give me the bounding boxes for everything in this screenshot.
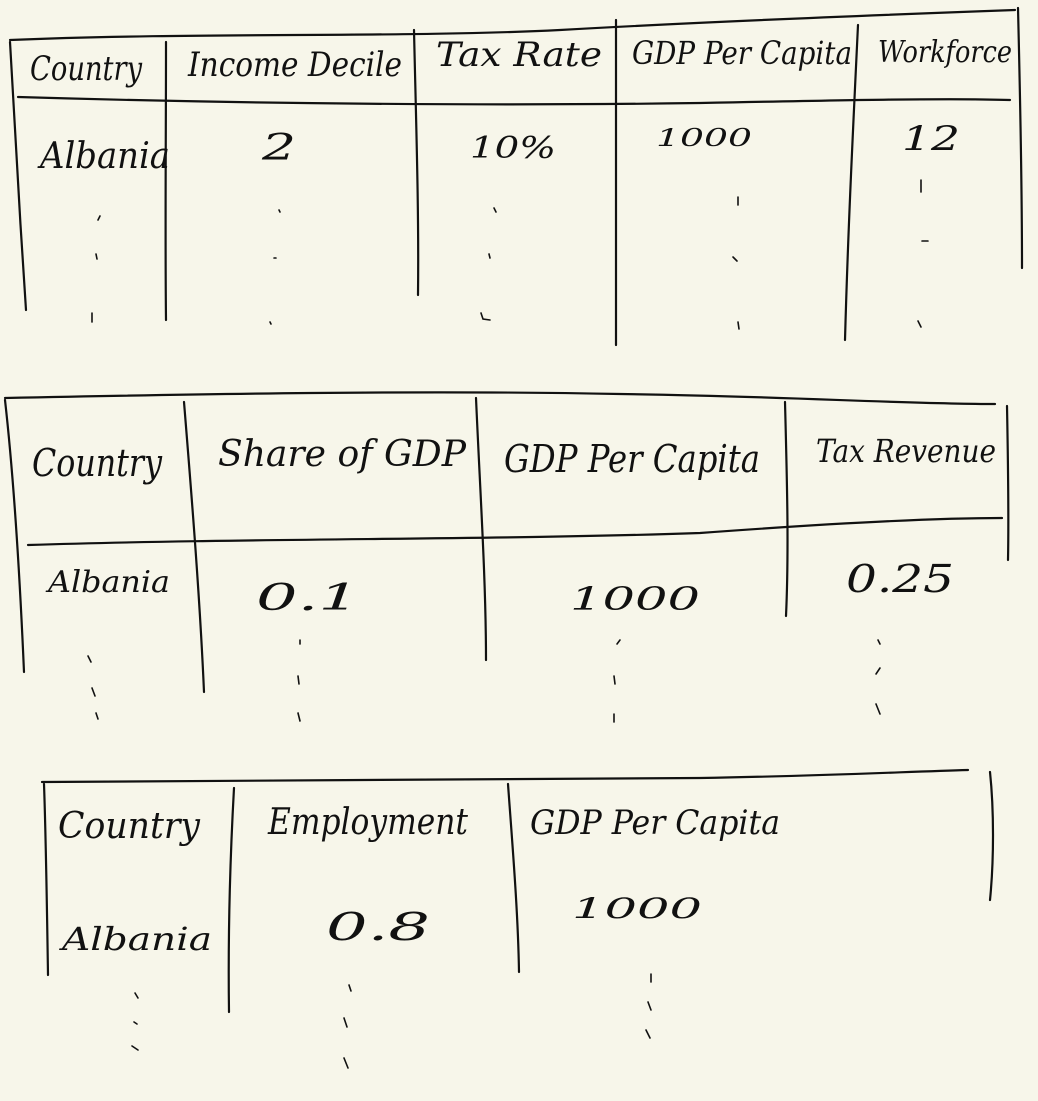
table-1-col-divider: [843, 23, 860, 342]
table-3-header-employment: Employment: [267, 802, 468, 843]
table-1-left-border: [8, 40, 28, 312]
table-1-header-tax-rate: Tax Rate: [436, 35, 602, 75]
table-2-col-divider: [182, 400, 206, 694]
table-3-cell-gdp-per-capita: 1000: [572, 892, 702, 925]
table-2-header-country: Country: [32, 441, 162, 485]
table-1-right-border: [1016, 6, 1024, 270]
table-3-top-border: [40, 768, 970, 784]
table-3-col-divider: [227, 786, 236, 1014]
table-2-header-gdp-per-capita: GDP Per Capita: [504, 437, 760, 481]
table-1-header-gdp-per-capita: GDP Per Capita: [632, 34, 852, 72]
table-2-right-border: [1005, 404, 1010, 562]
table-2-left-border: [3, 398, 26, 674]
table-3-cell-employment: 0.8: [326, 905, 430, 949]
table-1-top-border: [8, 8, 1017, 42]
table-1-cell-tax-rate: 10%: [470, 131, 556, 166]
table-2-header-tax-revenue: Tax Revenue: [816, 432, 996, 470]
table-3-header-gdp-per-capita: GDP Per Capita: [530, 803, 780, 843]
table-1-header-country: Country: [30, 49, 143, 89]
table-3-left-border: [42, 782, 50, 977]
table-1: Country Income Decile Tax Rate GDP Per C…: [8, 6, 1024, 347]
table-2-cell-gdp-per-capita: 1000: [570, 580, 700, 618]
table-1-cell-country: Albania: [37, 136, 170, 177]
table-2-cell-tax-revenue: 0.25: [846, 557, 954, 601]
table-1-header-divider: [16, 95, 1012, 106]
table-3-col-divider: [506, 782, 521, 974]
table-2-col-divider: [783, 400, 789, 618]
table-2-col-divider: [474, 396, 488, 662]
table-1-col-divider: [412, 28, 420, 297]
table-3-header-country: Country: [58, 806, 201, 847]
table-2-continuation-marks: [87, 639, 881, 723]
table-2-header-share-of-gdp: Share of GDP: [218, 434, 467, 475]
table-2-top-border: [3, 391, 997, 406]
table-3-continuation-marks: [131, 973, 652, 1069]
table-1-cell-income-decile: 2: [261, 128, 296, 169]
table-1-cell-gdp-per-capita: 1000: [656, 124, 752, 152]
table-1-header-workforce: Workforce: [878, 35, 1012, 70]
table-2: Country Share of GDP GDP Per Capita Tax …: [3, 391, 1010, 723]
table-1-cell-workforce: 12: [902, 119, 960, 159]
table-2-cell-country: Albania: [45, 565, 170, 600]
table-3: Country Employment GDP Per Capita Albani…: [40, 768, 995, 1069]
table-2-cell-share-of-gdp: 0.1: [256, 578, 360, 619]
table-1-header-income-decile: Income Decile: [187, 45, 402, 85]
table-2-header-divider: [26, 516, 1004, 547]
table-3-right-border: [988, 770, 995, 902]
table-1-continuation-marks: [91, 179, 929, 330]
table-3-cell-country: Albania: [58, 920, 212, 958]
